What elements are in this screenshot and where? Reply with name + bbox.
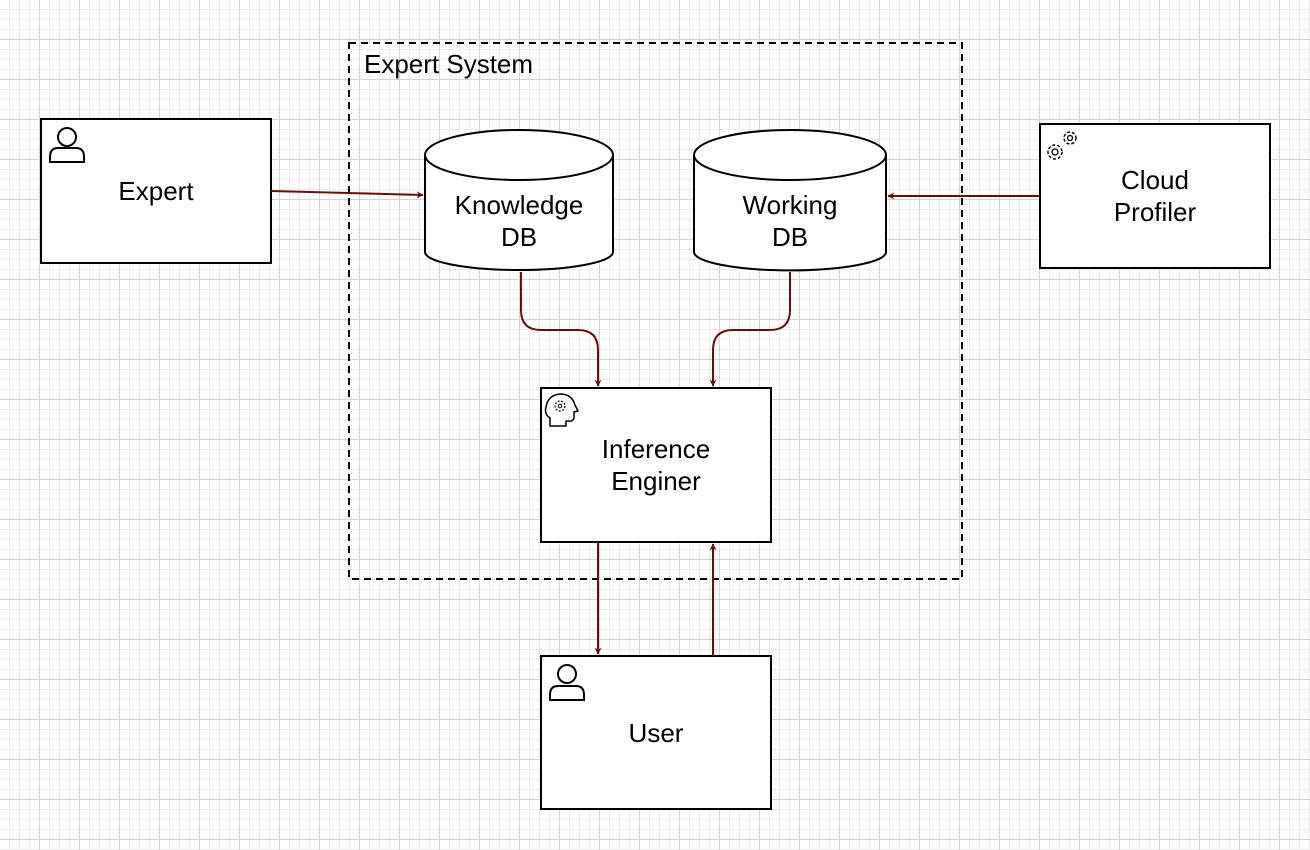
user-node[interactable]: [540, 655, 772, 810]
edge-working-db-to-inference-engine[interactable]: [709, 272, 791, 387]
edge-expert-to-knowledge-db[interactable]: [270, 190, 424, 199]
head-gear-icon: [544, 393, 580, 427]
inference-engine-node[interactable]: [540, 387, 772, 543]
cloud-profiler-node[interactable]: [1039, 123, 1271, 269]
edge-knowledge-db-to-inference-engine[interactable]: [520, 272, 602, 387]
expert-system-group[interactable]: [348, 42, 963, 580]
working-db-node[interactable]: [693, 129, 887, 272]
expert-node[interactable]: [40, 118, 272, 264]
gears-icon: [1047, 131, 1077, 160]
expert-system-title: Expert System: [364, 49, 534, 79]
user-icon: [549, 664, 585, 701]
knowledge-db-node[interactable]: [424, 129, 614, 271]
user-icon: [49, 127, 85, 163]
